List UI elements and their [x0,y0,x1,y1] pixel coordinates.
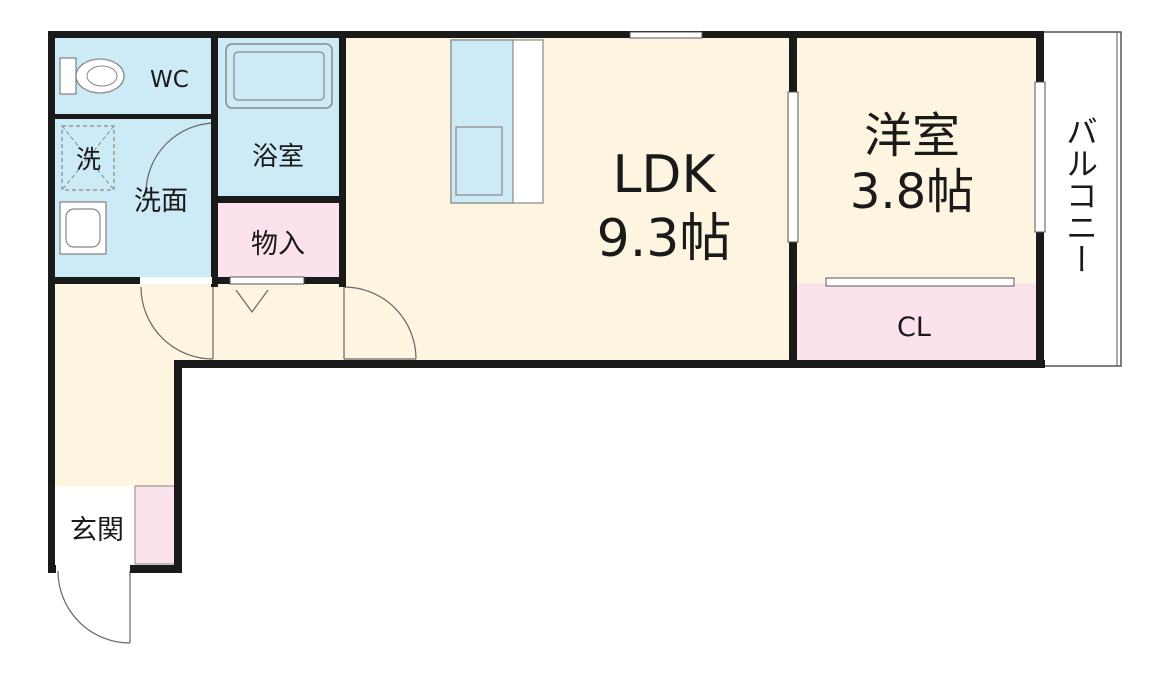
storage-floor [216,199,340,283]
ldk-floor [340,37,793,361]
shoe-cabinet [134,485,181,565]
ldk-door-swing [343,286,417,360]
wc-label: WC [150,67,189,93]
washer-pan [61,125,115,191]
bathtub-icon [225,43,333,109]
balcony-area [1042,31,1122,367]
western-window [1034,81,1046,233]
toilet-icon [59,57,125,95]
balcony-label: バルコニー [1061,115,1099,275]
entrance-label: 玄関 [70,515,124,546]
washbasin-icon [59,201,107,255]
washer-label: 洗 [76,145,101,174]
ldk-name-label: LDK [612,145,717,205]
closet-label: CL [897,312,931,343]
ldk-size-label: 9.3帖 [597,209,732,269]
washroom-floor [54,117,216,283]
bath-label: 浴室 [252,142,304,172]
washroom-door-swing [145,122,217,194]
storage-door-mark [235,289,269,314]
stove-icon [455,126,503,196]
entrance-door-swing [57,570,131,644]
closet-door [825,277,1015,287]
western-name-label: 洋室 [864,108,960,164]
hall-floor [54,283,340,361]
closet-floor [793,283,1038,361]
ldk-top-window [629,31,703,39]
ldk-partition-door [787,91,799,243]
western-room-floor [793,37,1038,283]
washroom-label: 洗面 [134,186,188,217]
western-size-label: 3.8帖 [850,164,974,220]
storage-label: 物入 [251,229,305,260]
